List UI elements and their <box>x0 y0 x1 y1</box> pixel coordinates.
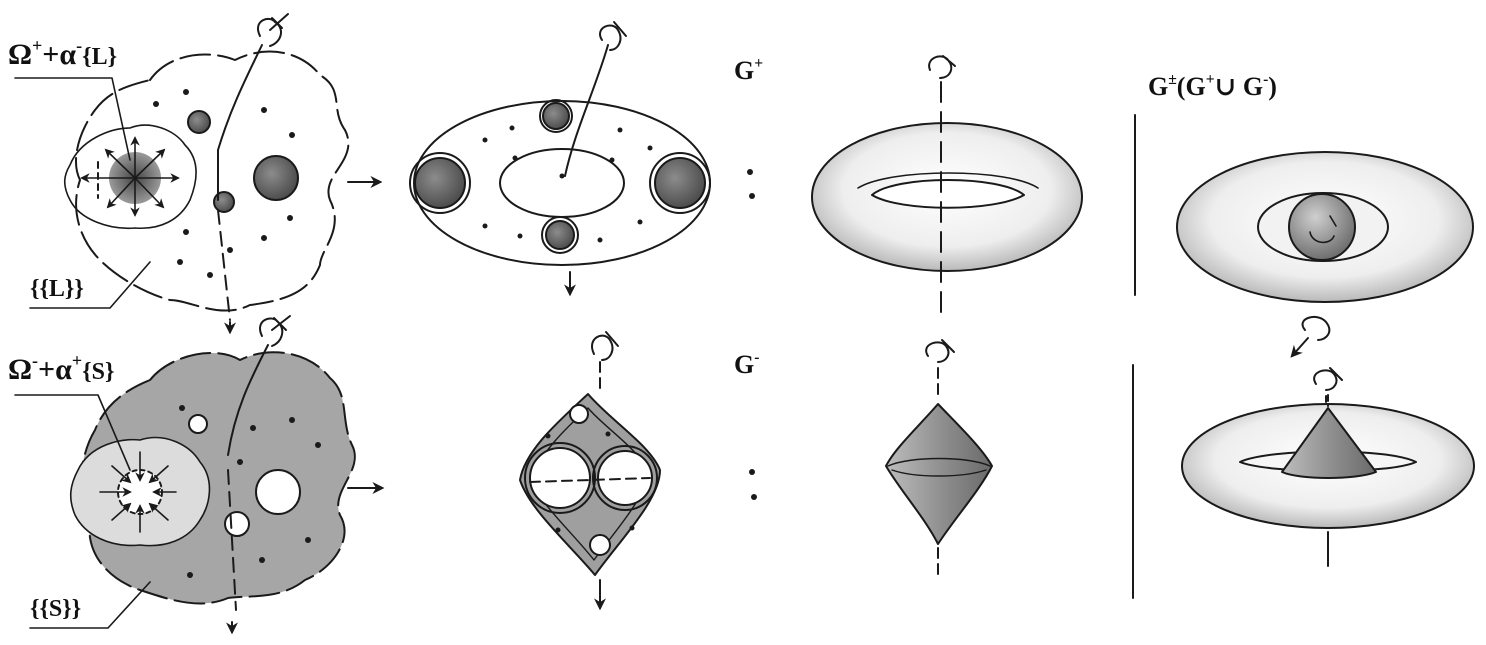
colon-bottom <box>749 469 757 500</box>
ring-l <box>410 22 710 294</box>
rhombus-s <box>520 332 660 608</box>
omega-minus: Ω <box>8 353 32 386</box>
l-set: {L} <box>82 44 117 70</box>
s-set: {S} <box>82 359 114 385</box>
torus-g-plus <box>812 56 1082 312</box>
g-plus-sup: + <box>754 55 763 72</box>
plus-alpha: +α <box>42 38 76 71</box>
torus-with-cone <box>1182 368 1474 566</box>
label-g-union: G±(G+∪ G-) <box>1148 72 1277 102</box>
union-close: ) <box>1268 72 1277 101</box>
alpha-plus-sup: + <box>72 350 82 370</box>
union-g: G <box>1148 72 1168 101</box>
label-double-s: {{S}} <box>30 596 81 623</box>
torus-with-sphere <box>1177 152 1473 356</box>
union-plus-sup: + <box>1206 71 1215 88</box>
g-plus-letter: G <box>734 56 754 85</box>
g-minus-sup: - <box>754 349 759 366</box>
label-omega-plus-alpha-minus-l: Ω++α-{L} <box>8 38 117 72</box>
union-pm-sup: ± <box>1168 71 1177 88</box>
label-double-l: {{L}} <box>30 276 84 303</box>
union-open-g: (G <box>1177 72 1206 101</box>
label-omega-minus-alpha-plus-s: Ω-+α+{S} <box>8 353 114 387</box>
union-cup-g: ∪ G <box>1215 72 1264 101</box>
g-minus-letter: G <box>734 350 754 379</box>
plus-alpha-2: +α <box>38 353 72 386</box>
omega-plus-sup: + <box>32 35 42 55</box>
colon-top <box>747 169 755 199</box>
bicone-g-minus <box>886 340 992 578</box>
label-g-plus: G+ <box>734 56 763 86</box>
omega-plus: Ω <box>8 38 32 71</box>
label-g-minus: G- <box>734 350 759 380</box>
